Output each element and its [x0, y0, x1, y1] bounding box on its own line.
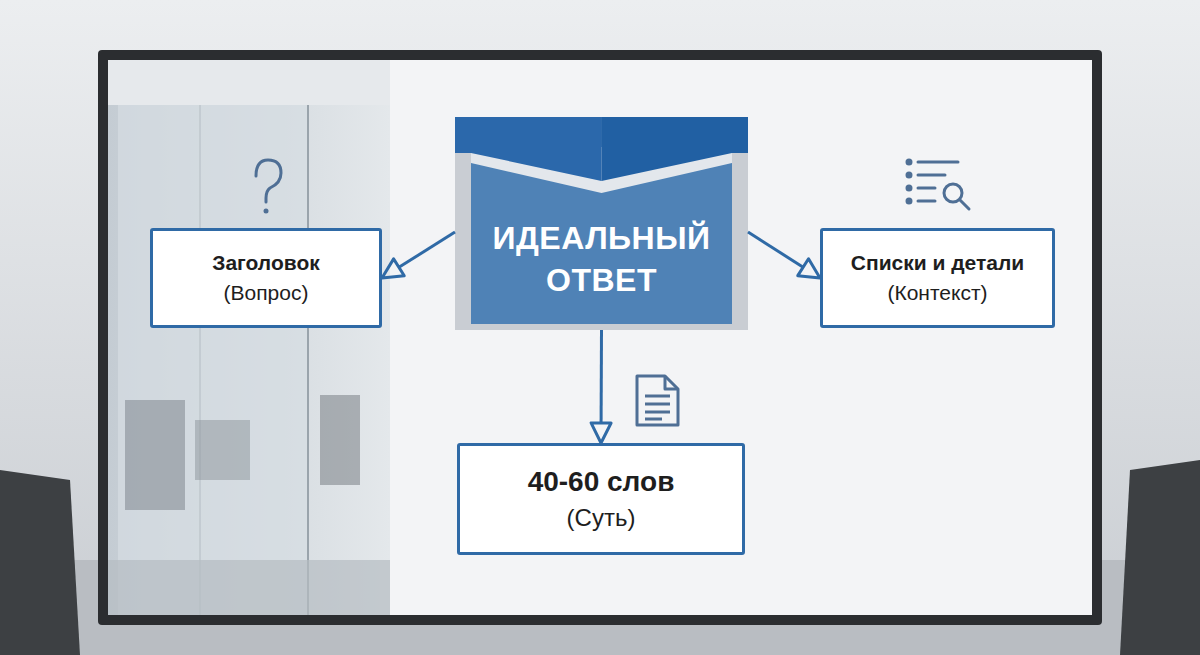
chair-in-glass: [320, 395, 360, 485]
envelope-flap: [455, 117, 602, 181]
arrow-connector: [748, 232, 820, 278]
arrow-connector: [591, 330, 611, 443]
node-subtext: (Суть): [567, 501, 636, 535]
node-subtext: (Вопрос): [224, 278, 309, 308]
monitor-screen: [108, 60, 1092, 615]
process-box: Заголовок(Вопрос): [150, 228, 382, 328]
envelope-flap: [602, 117, 749, 181]
question-icon: [256, 160, 281, 202]
chair-in-glass: [125, 400, 185, 510]
glass-edge: [307, 105, 309, 615]
process-box: Списки и детали(Контекст): [820, 228, 1055, 328]
question-icon-dot: [264, 209, 269, 214]
glass-office-photo: [108, 60, 390, 615]
arrow-head: [382, 259, 404, 278]
glass-floor: [108, 560, 390, 615]
arrow-connector: [382, 232, 455, 278]
chair-in-glass: [195, 420, 250, 480]
node-heading: ИДЕАЛЬНЫЙ ОТВЕТ: [477, 217, 727, 301]
chair-right: [1120, 460, 1200, 655]
glass-partition: [118, 105, 308, 615]
chair-left: [0, 470, 80, 655]
arrow-head: [591, 423, 611, 443]
connector-line: [399, 232, 455, 267]
process-box: 40-60 слов(Суть): [457, 443, 745, 555]
monitor-frame: [98, 50, 1102, 625]
connector-line: [600, 330, 603, 423]
node-subtext: (Контекст): [887, 278, 987, 308]
node-heading: Заголовок: [212, 248, 319, 278]
connector-line: [748, 232, 803, 267]
document-icon: [637, 376, 678, 425]
list-search-icon: [907, 160, 969, 209]
glass-edge: [200, 105, 201, 615]
node-heading: 40-60 слов: [528, 463, 675, 501]
node-heading: Списки и детали: [851, 248, 1024, 278]
central-answer-box: ИДЕАЛЬНЫЙ ОТВЕТ: [455, 117, 748, 330]
envelope-text-holder: ИДЕАЛЬНЫЙ ОТВЕТ: [477, 217, 727, 301]
ceiling: [108, 60, 390, 105]
arrow-head: [798, 259, 820, 278]
